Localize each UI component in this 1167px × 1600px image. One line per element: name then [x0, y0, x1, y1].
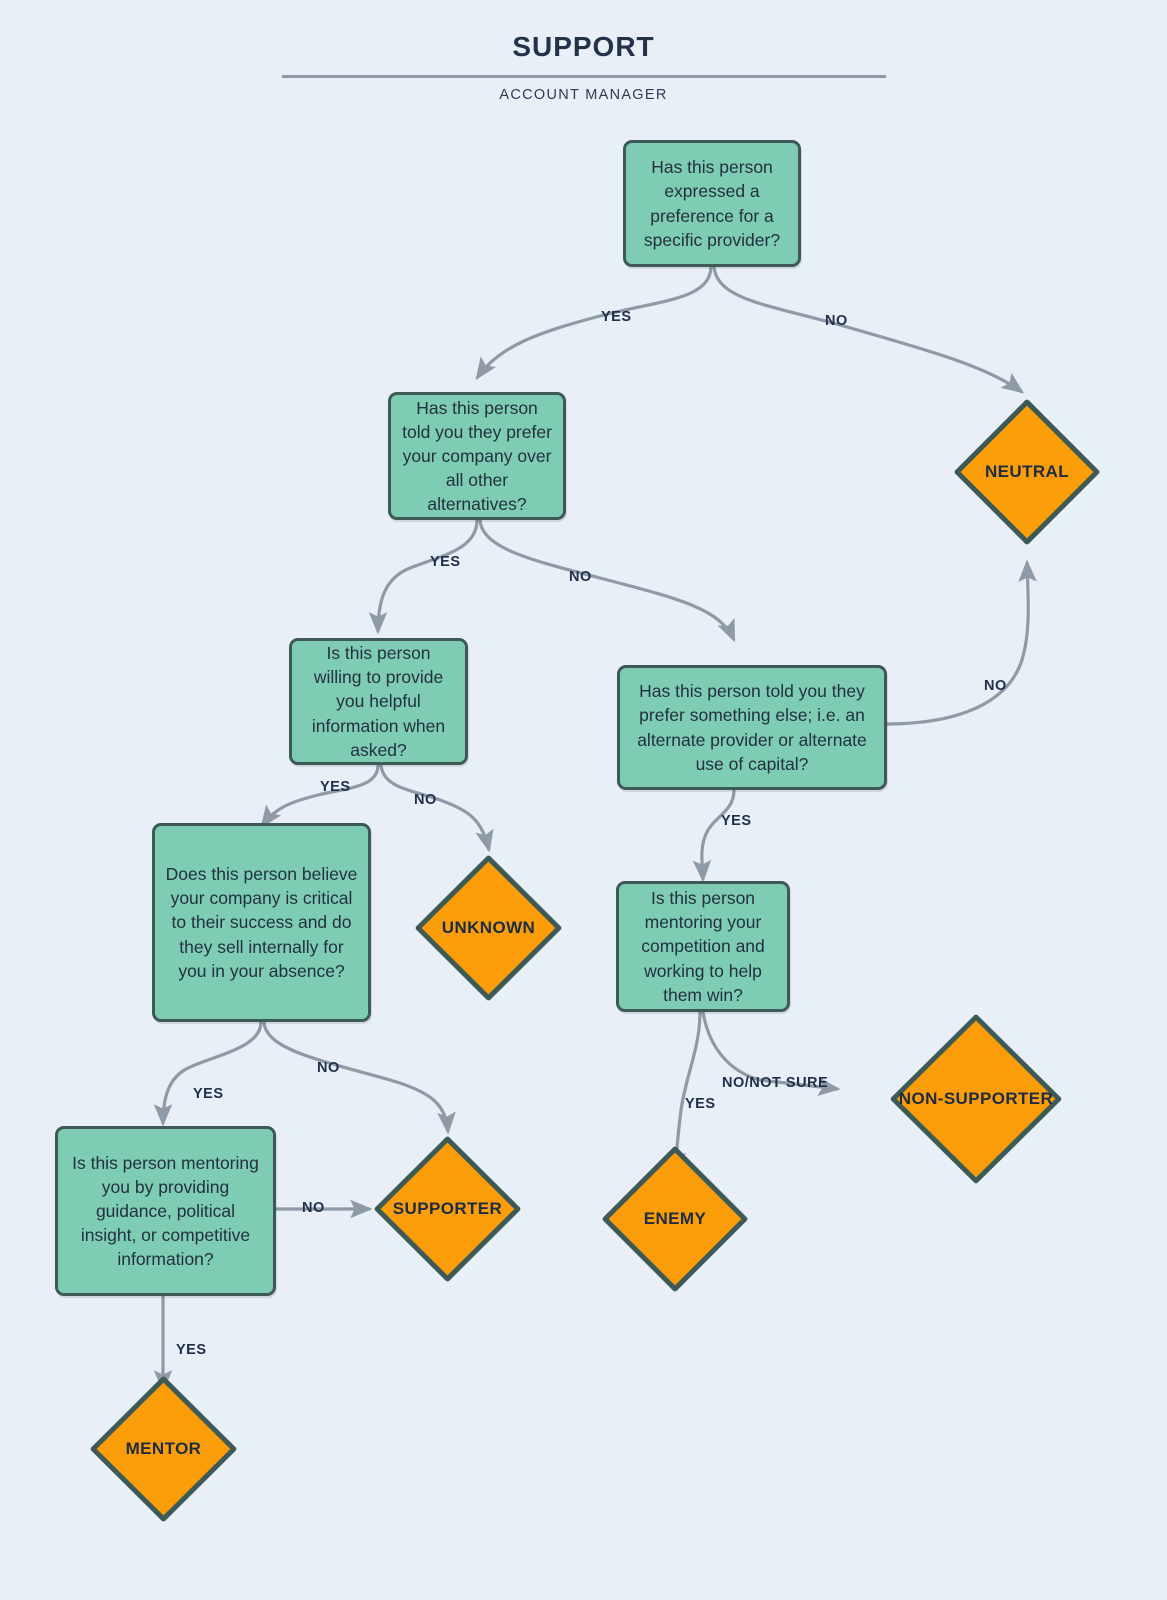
- node-label: Has this person told you they prefer you…: [402, 397, 552, 515]
- diamond-shape-icon: [599, 1143, 751, 1295]
- edge-label-q4-yes: YES: [721, 813, 752, 829]
- edge-label-q3-no: NO: [414, 792, 437, 808]
- header-divider: [281, 75, 886, 78]
- question-node-q4[interactable]: Has this person told you they prefer som…: [617, 665, 887, 790]
- question-node-q5[interactable]: Does this person believe your company is…: [152, 823, 371, 1022]
- edge-label-q1-no: NO: [825, 313, 848, 329]
- page-title: SUPPORT: [512, 31, 655, 62]
- edge-label-q5-no: NO: [317, 1060, 340, 1076]
- outcome-node-unknown[interactable]: UNKNOWN: [412, 852, 565, 1004]
- outcome-label: ENEMY: [643, 1209, 707, 1228]
- edge-label-q5-yes: YES: [193, 1086, 224, 1102]
- edge-label-q7-yes: YES: [176, 1342, 207, 1358]
- chart-header: SUPPORT ACCOUNT MANAGER: [0, 0, 1167, 103]
- edge-label-q3-yes: YES: [320, 779, 351, 795]
- diamond-shape-icon: [886, 1010, 1066, 1188]
- edge-label-q2-no: NO: [569, 569, 592, 585]
- edge-label-q4-no: NO: [984, 678, 1007, 694]
- question-node-q6[interactable]: Is this person mentoring your competitio…: [616, 881, 790, 1012]
- question-node-q2[interactable]: Has this person told you they prefer you…: [388, 392, 566, 520]
- diamond-shape-icon: [371, 1133, 524, 1285]
- node-label: Has this person told you they prefer som…: [637, 681, 867, 774]
- node-label: Does this person believe your company is…: [165, 864, 358, 981]
- edge-label-q7-no: NO: [302, 1200, 325, 1216]
- question-node-q7[interactable]: Is this person mentoring you by providin…: [55, 1126, 276, 1296]
- outcome-node-supporter[interactable]: SUPPORTER: [371, 1133, 524, 1285]
- outcome-node-neutral[interactable]: NEUTRAL: [951, 396, 1103, 548]
- diamond-shape-icon: [87, 1373, 240, 1525]
- node-label: Has this person expressed a preference f…: [643, 157, 781, 250]
- diamond-shape-icon: [951, 396, 1103, 548]
- diamond-shape-icon: [412, 852, 565, 1004]
- question-node-q3[interactable]: Is this person willing to provide you he…: [289, 638, 468, 765]
- question-node-q1[interactable]: Has this person expressed a preference f…: [623, 140, 801, 267]
- outcome-label: SUPPORTER: [392, 1199, 503, 1218]
- outcome-label: NON-SUPPORTER: [898, 1089, 1054, 1108]
- edge-label-q2-yes: YES: [430, 554, 461, 570]
- edge-label-q6-yes: YES: [685, 1096, 716, 1112]
- outcome-node-mentor[interactable]: MENTOR: [87, 1373, 240, 1525]
- node-label: Is this person mentoring your competitio…: [641, 888, 765, 1005]
- outcome-node-non-supporter[interactable]: NON-SUPPORTER: [886, 1010, 1066, 1188]
- outcome-node-enemy[interactable]: ENEMY: [599, 1143, 751, 1295]
- node-label: Is this person willing to provide you he…: [311, 643, 446, 760]
- outcome-label: NEUTRAL: [984, 462, 1069, 481]
- outcome-label: UNKNOWN: [441, 918, 536, 937]
- outcome-label: MENTOR: [125, 1439, 202, 1458]
- page-subtitle: ACCOUNT MANAGER: [499, 87, 668, 103]
- node-label: Is this person mentoring you by providin…: [72, 1152, 259, 1270]
- edge-label-q6-no: NO/NOT SURE: [722, 1075, 829, 1091]
- edge-label-q1-yes: YES: [601, 309, 632, 325]
